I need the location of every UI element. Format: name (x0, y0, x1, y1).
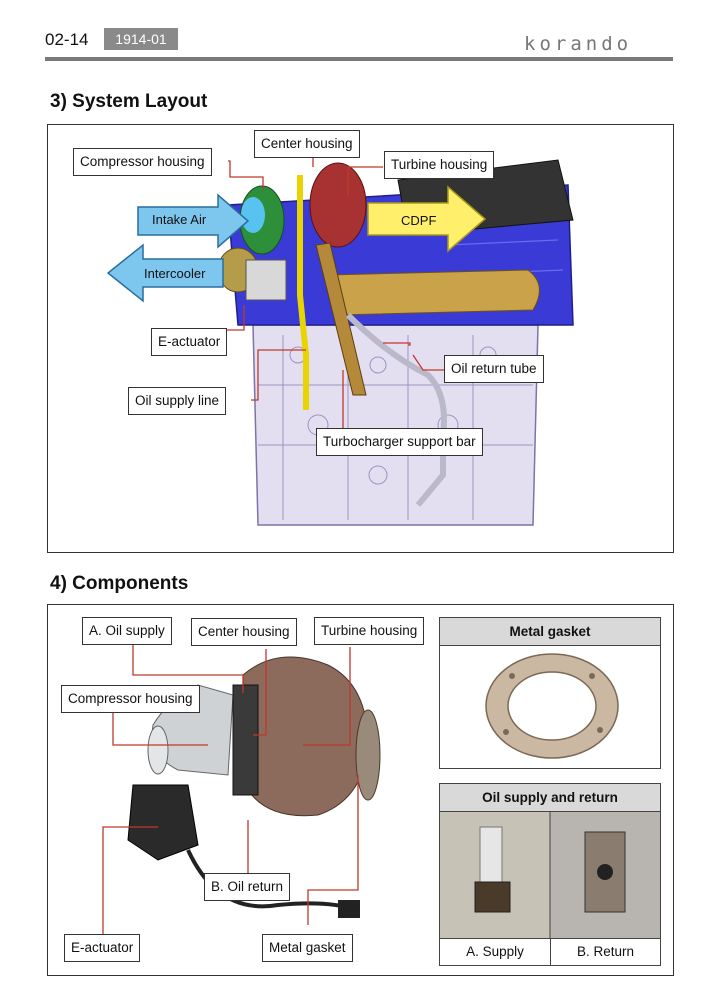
section-code-badge: 1914-01 (104, 28, 178, 50)
intake-air-label: Intake Air (152, 212, 207, 227)
callout-compressor-housing: Compressor housing (73, 148, 212, 176)
intercooler-label: Intercooler (144, 266, 206, 281)
brand-logo: korando (524, 33, 633, 55)
callout-oil-return-tube: Oil return tube (444, 355, 544, 383)
callout-e-actuator: E-actuator (151, 328, 228, 356)
system-layout-frame: Compressor housing Center housing Turbin… (47, 124, 674, 553)
caption-b-return: B. Return (551, 938, 660, 965)
callout-center-housing-2: Center housing (191, 618, 297, 646)
metal-gasket-panel-title: Metal gasket (440, 618, 660, 646)
page-number: 02-14 (45, 30, 89, 49)
callout-e-actuator-2: E-actuator (64, 934, 141, 962)
cdpf-label: CDPF (401, 213, 437, 228)
callout-metal-gasket: Metal gasket (262, 934, 353, 962)
oil-supply-return-panel: Oil supply and return A. Supply B. Retur… (439, 783, 661, 966)
intercooler-arrow (106, 243, 224, 303)
callout-turbine-housing: Turbine housing (384, 151, 495, 179)
metal-gasket-panel: Metal gasket (439, 617, 661, 769)
callout-turbocharger-support-bar: Turbocharger support bar (316, 428, 483, 456)
callout-oil-supply-line: Oil supply line (128, 387, 227, 415)
turbocharger-photo (102, 645, 381, 945)
callout-turbine-housing-2: Turbine housing (314, 617, 425, 645)
callout-oil-supply: A. Oil supply (82, 617, 172, 645)
cdpf-arrow (367, 185, 487, 253)
header-divider (45, 57, 673, 61)
system-layout-heading: 3) System Layout (50, 91, 208, 112)
caption-a-supply: A. Supply (440, 938, 551, 965)
callout-center-housing: Center housing (254, 130, 360, 158)
components-heading: 4) Components (50, 573, 189, 594)
callout-oil-return: B. Oil return (204, 873, 291, 901)
callout-compressor-housing-2: Compressor housing (61, 685, 200, 713)
oil-fittings-photo (440, 812, 660, 938)
oil-panel-title: Oil supply and return (440, 784, 660, 812)
intake-air-arrow (137, 193, 250, 249)
engine-illustration (106, 153, 574, 526)
gasket-ring-image (485, 653, 619, 759)
components-frame: A. Oil supply Center housing Turbine hou… (47, 604, 674, 976)
